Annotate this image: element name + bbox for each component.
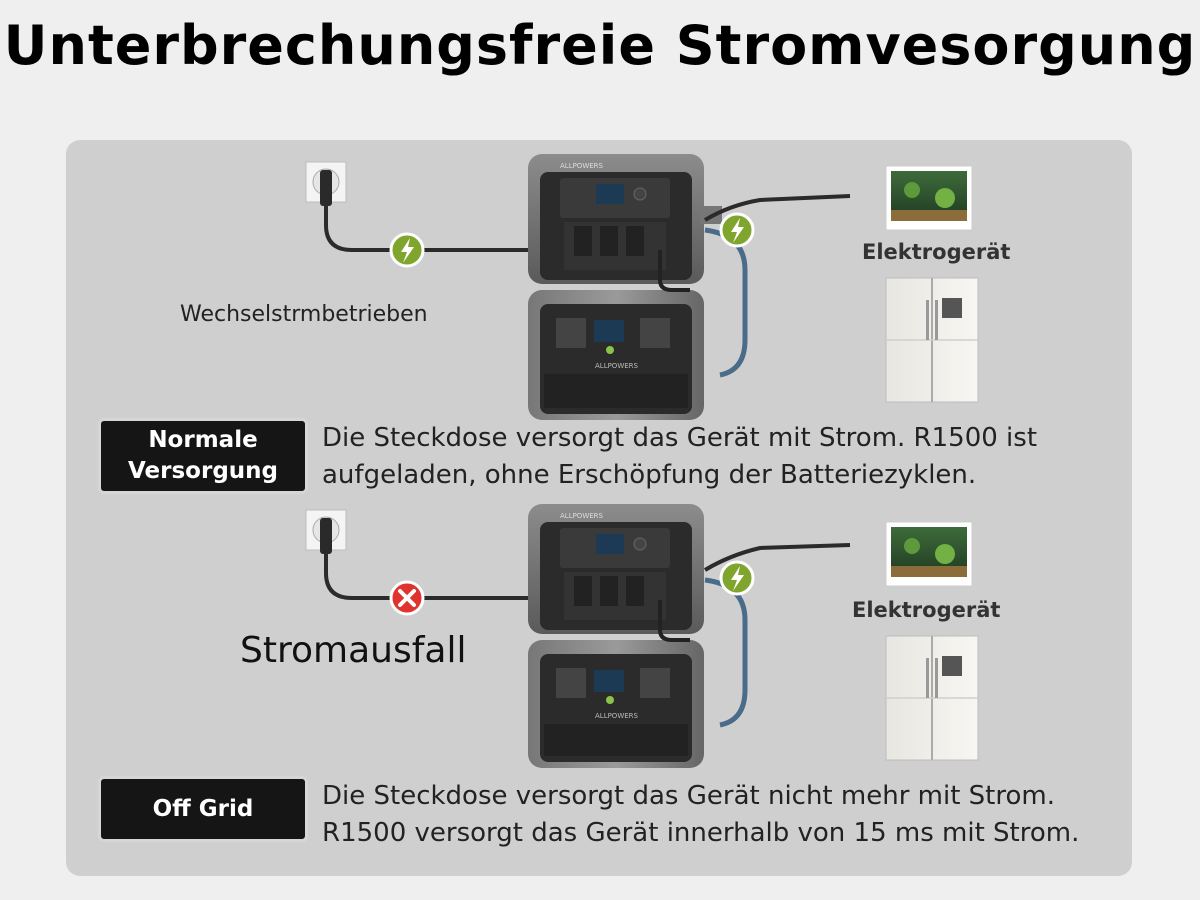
- desc-offgrid-line1: Die Steckdose versorgt das Gerät nicht m…: [322, 781, 1055, 811]
- power-station-upper-offgrid: ALLPOWERS: [528, 504, 704, 634]
- desc-offgrid-line2: R1500 versorgt das Gerät innerhalb von 1…: [322, 818, 1080, 848]
- x-icon: [389, 580, 425, 616]
- power-station-lower-offgrid: ALLPOWERS: [528, 640, 704, 768]
- badge-normal-supply: Normale Versorgung: [98, 418, 308, 494]
- link-cable: [704, 227, 748, 378]
- fridge-icon: [885, 277, 979, 403]
- aquarium-tv-icon: [885, 165, 973, 231]
- fridge-icon: [885, 635, 979, 761]
- svg-text:ALLPOWERS: ALLPOWERS: [595, 712, 639, 720]
- badge-normal-line2: Versorgung: [128, 458, 278, 484]
- svg-text:ALLPOWERS: ALLPOWERS: [560, 512, 604, 520]
- badge-normal-line1: Normale: [148, 427, 258, 453]
- device-label-offgrid: Elektrogerät: [852, 598, 1001, 622]
- desc-offgrid: Die Steckdose versorgt das Gerät nicht m…: [322, 778, 1079, 852]
- lightning-icon: [719, 560, 755, 596]
- wall-socket-icon: [305, 161, 347, 206]
- ac-cable-offgrid: [324, 553, 540, 600]
- desc-normal-line1: Die Steckdose versorgt das Gerät mit Str…: [322, 423, 1038, 453]
- power-station-upper: ALLPOWERS: [528, 154, 722, 284]
- aquarium-tv-icon: [885, 521, 973, 587]
- desc-normal: Die Steckdose versorgt das Gerät mit Str…: [322, 420, 1037, 494]
- lightning-icon: [389, 232, 425, 268]
- device-label-normal: Elektrogerät: [862, 240, 1011, 264]
- badge-off-grid: Off Grid: [98, 776, 308, 842]
- page-title: Unterbrechungsfreie Stromvesorgung: [3, 14, 1197, 77]
- ac-cable: [324, 205, 540, 252]
- mode-label-offgrid: Stromausfall: [240, 630, 467, 671]
- mode-label-normal: Wechselstrmbetrieben: [180, 302, 428, 327]
- svg-text:ALLPOWERS: ALLPOWERS: [595, 362, 639, 370]
- brand-logo: ALLPOWERS: [560, 162, 604, 170]
- output-cable-aquarium: [703, 194, 851, 222]
- desc-normal-line2: aufgeladen, ohne Erschöpfung der Batteri…: [322, 460, 977, 490]
- wall-socket-icon: [305, 509, 347, 554]
- power-station-lower: ALLPOWERS: [528, 290, 704, 420]
- lightning-icon: [719, 212, 755, 248]
